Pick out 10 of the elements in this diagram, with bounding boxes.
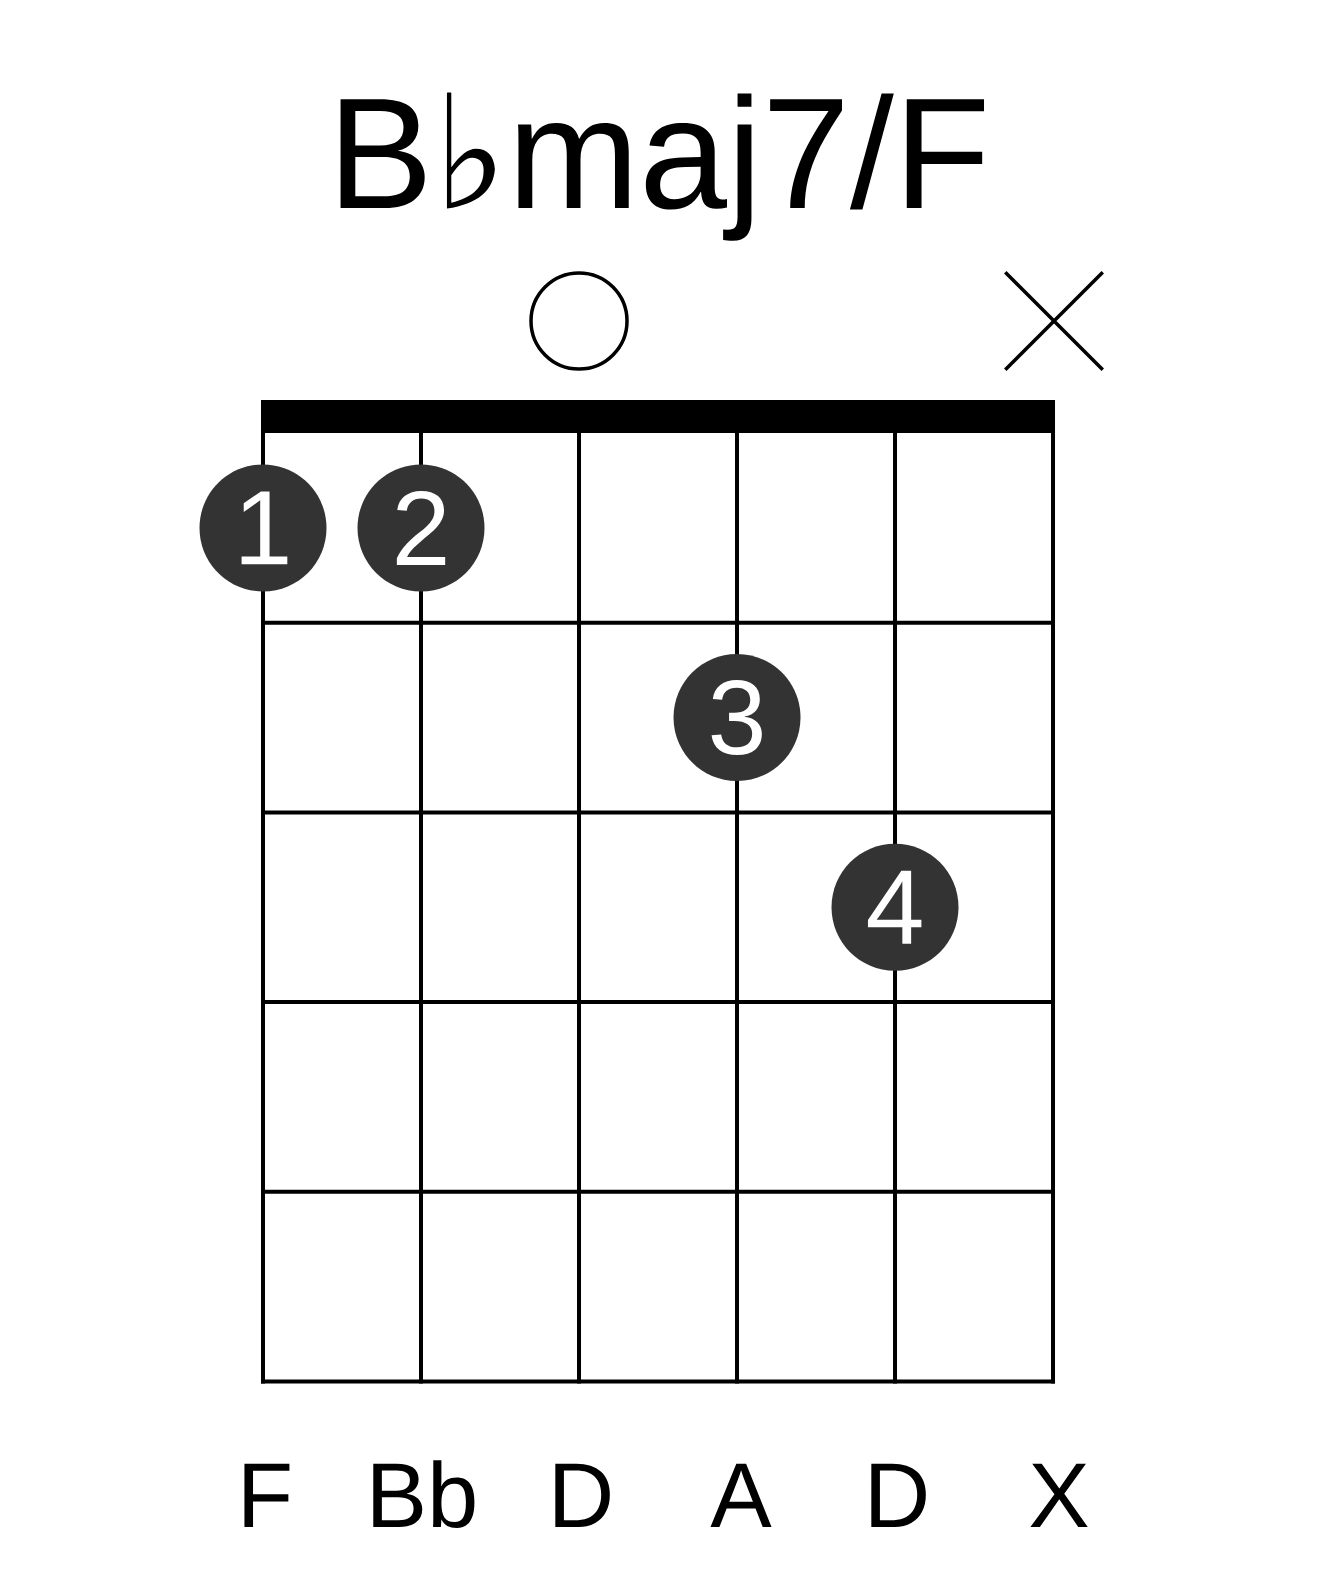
note-label: D (871, 1463, 926, 1527)
note-label: Bb (373, 1460, 475, 1528)
note-label: A (710, 1463, 772, 1527)
nut-bar (261, 400, 1055, 433)
note-label: D (555, 1463, 610, 1527)
chord-title: B♭maj7/F (340, 92, 984, 241)
note-label: F (244, 1463, 290, 1527)
muted-string-cross (1003, 270, 1105, 372)
open-string-circle (529, 271, 629, 371)
note-label: X (1030, 1463, 1088, 1527)
